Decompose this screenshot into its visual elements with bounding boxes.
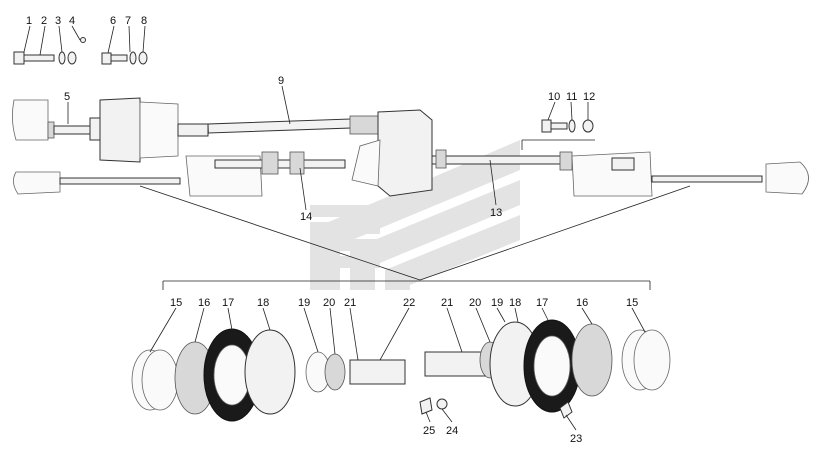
callout-5: 5 bbox=[64, 91, 70, 103]
callout-8: 8 bbox=[141, 15, 147, 27]
right-axle-housing bbox=[571, 151, 809, 197]
callout-23: 23 bbox=[570, 433, 582, 445]
leader-lines bbox=[139, 139, 691, 290]
callout-17-left: 17 bbox=[222, 297, 234, 309]
callout-6: 6 bbox=[110, 15, 116, 27]
callout-25: 25 bbox=[423, 425, 435, 437]
callout-19-right: 19 bbox=[491, 297, 503, 309]
bolt-assembly-10-12 bbox=[541, 119, 594, 133]
callout-16-right: 16 bbox=[576, 297, 588, 309]
callout-11: 11 bbox=[566, 91, 577, 103]
callout-21-left: 21 bbox=[344, 297, 356, 309]
callout-4: 4 bbox=[69, 15, 75, 27]
shaft-14 bbox=[214, 151, 346, 175]
left-axle-housing bbox=[12, 97, 209, 163]
exploded-left-half bbox=[131, 328, 406, 422]
callout-18-right: 18 bbox=[509, 297, 521, 309]
callout-14: 14 bbox=[300, 211, 312, 223]
bolt-assembly-1-4 bbox=[13, 37, 86, 65]
callout-21-right: 21 bbox=[441, 297, 453, 309]
callout-22: 22 bbox=[403, 297, 415, 309]
callout-1: 1 bbox=[26, 15, 32, 27]
callout-20-right: 20 bbox=[469, 297, 481, 309]
callout-17-right: 17 bbox=[536, 297, 548, 309]
shaft-13 bbox=[431, 149, 573, 171]
callout-10: 10 bbox=[548, 91, 560, 103]
central-gearbox bbox=[351, 109, 433, 197]
callout-15-left: 15 bbox=[170, 297, 182, 309]
callout-18-left: 18 bbox=[257, 297, 269, 309]
callout-19-left: 19 bbox=[298, 297, 310, 309]
callout-2: 2 bbox=[41, 15, 47, 27]
callout-7: 7 bbox=[125, 15, 131, 27]
shaft-9 bbox=[207, 115, 379, 135]
callout-15-right: 15 bbox=[626, 297, 638, 309]
callout-9: 9 bbox=[278, 75, 284, 87]
callout-labels: 1 2 3 4 5 6 7 8 9 10 11 12 13 14 15 16 1… bbox=[26, 15, 638, 445]
watermark-logo bbox=[310, 140, 520, 290]
callout-20-left: 20 bbox=[323, 297, 335, 309]
callout-24: 24 bbox=[446, 425, 458, 437]
exploded-right-half bbox=[424, 319, 671, 413]
callout-16-left: 16 bbox=[198, 297, 210, 309]
callout-12: 12 bbox=[583, 91, 595, 103]
bolt-assembly-6-8 bbox=[101, 51, 148, 65]
callout-3: 3 bbox=[55, 15, 61, 27]
callout-leaders bbox=[23, 25, 646, 431]
callout-13: 13 bbox=[490, 207, 502, 219]
